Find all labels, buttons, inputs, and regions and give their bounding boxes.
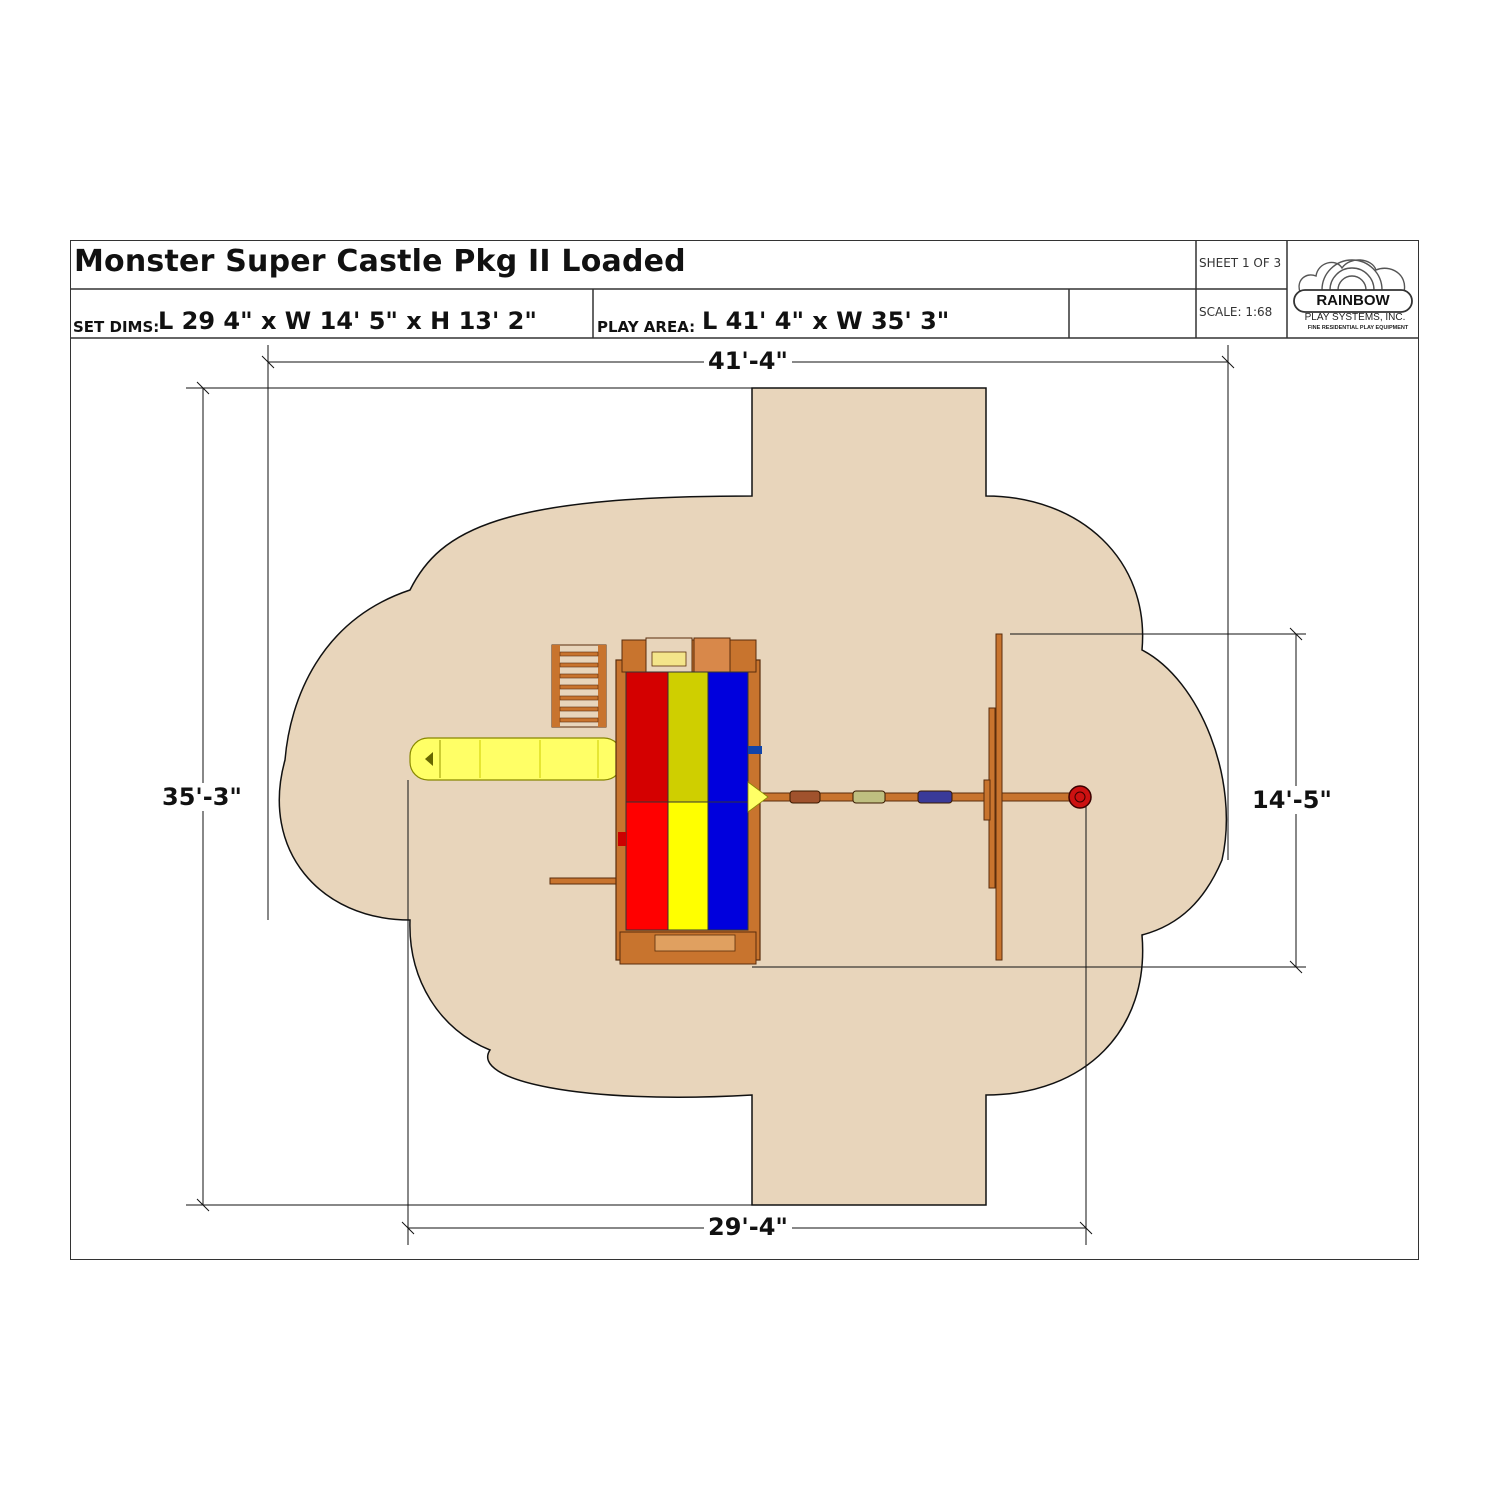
sheet-number: SHEET 1 OF 3 <box>1199 256 1282 270</box>
a-frame-leg <box>995 633 1003 961</box>
red-accessory <box>618 832 626 846</box>
a-frame-brace-2 <box>983 779 991 821</box>
plan-title: Monster Super Castle Pkg II Loaded <box>74 244 686 279</box>
play-area-label: PLAY AREA: <box>597 318 696 336</box>
scale-label: SCALE: 1:68 <box>1199 305 1273 319</box>
rock-wall-ladder <box>551 644 607 728</box>
tube-slide <box>409 737 623 781</box>
tire-swing <box>1068 785 1092 809</box>
telescope <box>748 746 762 754</box>
swing-connector <box>747 781 769 813</box>
swing-seat-3 <box>917 790 953 804</box>
rainbow-logo-plate <box>1293 289 1413 313</box>
roof-tarp <box>625 671 749 931</box>
logo-company: PLAY SYSTEMS, INC. <box>1304 312 1406 323</box>
rainbow-logo-art <box>1298 259 1406 293</box>
dim-right-height: 14'-5" <box>1248 786 1336 814</box>
set-dims-value: L 29 4" x W 14' 5" x H 13' 2" <box>158 307 537 335</box>
drawing-sheet-border <box>70 240 1419 1260</box>
logo-tagline: FINE RESIDENTIAL PLAY EQUIPMENT <box>1307 325 1409 331</box>
swing-seat-1 <box>789 790 821 804</box>
swing-seat-2 <box>852 790 886 804</box>
dim-top-width: 41'-4" <box>704 347 792 375</box>
set-dims-label: SET DIMS: <box>73 318 160 336</box>
play-area-value: L 41' 4" x W 35' 3" <box>702 307 950 335</box>
dim-bottom-width: 29'-4" <box>704 1213 792 1241</box>
dim-left-height: 35'-3" <box>158 783 246 811</box>
tower-deck-bottom <box>619 931 757 965</box>
logo-brand: RAINBOW <box>1316 292 1390 309</box>
